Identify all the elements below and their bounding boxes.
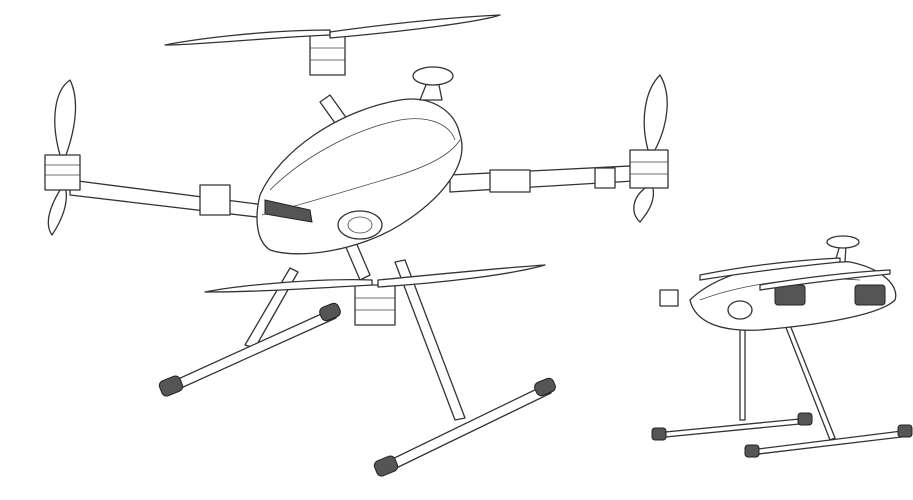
motor-front-left <box>44 79 81 236</box>
motor-front-right <box>629 74 669 223</box>
motor-front <box>204 264 546 326</box>
fuselage <box>256 66 463 255</box>
motor-rear <box>164 14 501 76</box>
small-motors <box>659 257 891 307</box>
landing-gear <box>158 259 556 477</box>
small-drone <box>651 235 913 458</box>
small-landing-gear <box>651 324 913 458</box>
large-drone <box>44 14 669 477</box>
